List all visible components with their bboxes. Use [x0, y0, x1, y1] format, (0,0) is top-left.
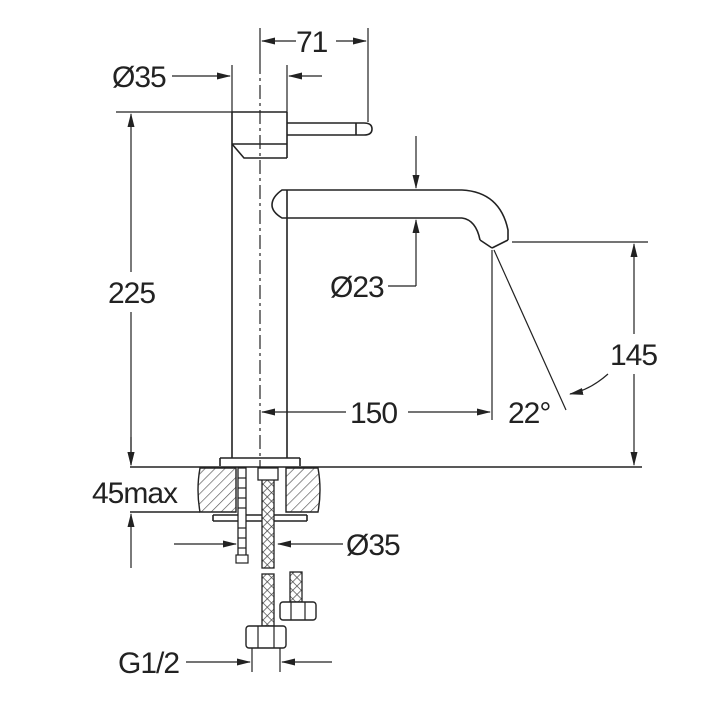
- supply-hoses: [245, 467, 317, 649]
- mounting-rod: [235, 467, 249, 564]
- dimension-shank-diameter: Ø35: [174, 529, 401, 562]
- dimension-mount-thickness-label: 45max: [92, 477, 178, 510]
- dimension-145-label: 145: [610, 339, 657, 372]
- countertop-section: [130, 466, 642, 522]
- spout: [271, 189, 509, 249]
- dimension-150-label: 150: [350, 397, 397, 430]
- faucet-body: [231, 60, 288, 470]
- dimension-225: 225: [108, 111, 232, 466]
- base-ring: [219, 457, 301, 466]
- dimension-shank-diameter-label: Ø35: [346, 529, 400, 562]
- dimension-connection-label: G1/2: [118, 647, 179, 680]
- dimension-150: 150: [261, 250, 493, 430]
- dimension-body-diameter-label: Ø35: [112, 61, 166, 94]
- dimension-angle-label: 22°: [508, 397, 550, 430]
- dimension-spout-diameter: Ø23: [330, 136, 420, 304]
- dimension-145: 145: [512, 241, 658, 466]
- dimension-connection: G1/2: [118, 647, 332, 680]
- dimension-body-diameter: Ø35: [112, 61, 322, 112]
- dimension-spout-diameter-label: Ø23: [330, 271, 384, 304]
- dimension-71: 71: [259, 26, 369, 122]
- dimension-mount-thickness: 45max: [92, 437, 179, 568]
- lever-handle: [287, 122, 373, 136]
- dimension-71-label: 71: [296, 26, 328, 59]
- dimension-angle: 22°: [493, 249, 609, 430]
- dimension-225-label: 225: [108, 277, 155, 310]
